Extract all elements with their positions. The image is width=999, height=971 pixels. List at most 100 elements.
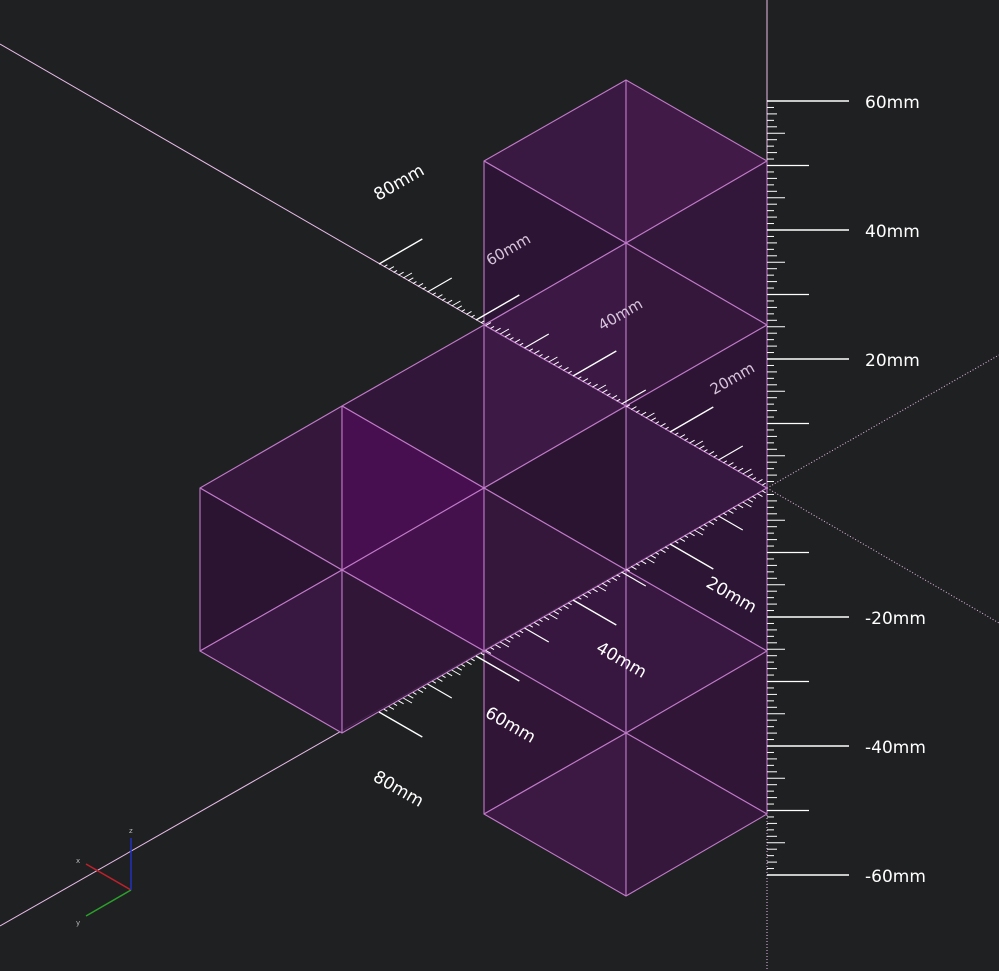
vruler-label-20: 20mm [865,351,920,371]
x-axis-front-tick [538,619,543,623]
x-axis-back-tick [383,264,388,268]
x-axis-back-tick [660,422,666,427]
x-axis-front-tick [504,638,511,643]
x-axis-back-tick [451,300,461,307]
x-axis-back-tick [378,238,423,265]
x-axis-back-tick [597,384,607,391]
x-axis-back-tick [703,449,708,453]
x-axis-front-tick [509,635,514,639]
x-axis-back-tick [621,389,647,405]
x-axis-back-tick [752,477,757,481]
x-axis-front-tick [422,686,427,690]
x-axis-front-tick [514,633,521,638]
solid-faces[interactable] [199,79,768,897]
x-axis-back-tick [558,365,563,369]
x-axis-back-tick [480,320,485,324]
x-axis-back-tick [485,322,492,327]
x-axis-back-tick [500,328,510,335]
x-axis-front-tick [461,663,466,667]
x-axis-front-tick [543,616,550,621]
axis-gizmo: x y z [76,827,133,927]
x-axis-front-tick [703,523,708,527]
x-axis-back-tick [713,454,718,458]
x-axis-back-tick [669,406,714,433]
x-axis-front-tick [689,532,695,537]
x-axis-back-tick [441,297,446,301]
x-axis-back-tick [645,412,655,419]
x-axis-front-tick [606,579,611,583]
gizmo-y-label: y [76,919,80,927]
x-axis-front-tick [388,705,395,710]
face-bottom-cube-bottom-r[interactable] [625,732,768,897]
x-axis-back-tick [436,294,443,299]
x-axis-back-tick [592,383,598,388]
x-axis-front-tick [742,501,752,508]
x-axis-front-tick [427,683,453,699]
x-axis-front-tick [451,669,461,676]
x-axis-back-tick [572,350,617,377]
x-axis-back-tick [412,281,417,285]
x-axis-front-tick [611,577,618,582]
x-axis-back-tick [475,294,520,321]
x-axis-back-tick [519,342,524,346]
x-axis-front-tick [664,546,669,550]
x-axis-back-tick [650,417,657,422]
x-axis-front-tick [727,509,734,514]
x-axis-back-tick [601,389,608,394]
x-axis-front-tick [553,610,560,615]
x-axis-front-tick [640,560,647,565]
x-axis-back-tick [470,314,475,318]
face-mid-top-right-b[interactable] [625,324,768,489]
vruler-label-neg20: -20mm [865,609,926,629]
x-axis-back-tick [640,411,647,416]
x-axis-front-tick [577,596,582,600]
x-axis-front-tick [732,507,737,511]
x-axis-front-tick [698,526,705,531]
x-axis-back-tick [761,482,766,486]
x-axis-back-tick [635,409,640,413]
x-axis-front-tick [403,697,413,704]
ruler-ticks [378,100,849,876]
gizmo-z-label: z [129,827,133,835]
x-axis-back-tick [407,277,414,282]
x-axis-back-tick [466,310,472,315]
x-axis-back-tick [679,434,686,439]
x-axis-front-tick [436,677,443,682]
x-axis-back-tick [543,355,550,360]
gizmo-x-label: x [76,857,80,865]
x-axis-back-tick [514,338,521,343]
face-center-front-b[interactable] [341,569,485,734]
x-axis-back-tick [427,277,453,293]
x-axis-back-tick [417,282,424,287]
x-axis-back-tick [490,325,495,329]
vruler-label-40: 40mm [865,222,920,242]
x-axis-front-tick [718,515,744,531]
x-axis-front-tick [660,549,666,554]
x-axis-front-tick [601,582,608,587]
x-axis-front-tick [679,537,686,542]
x-axis-back-tick [626,404,631,408]
x-axis-front-tick [475,655,520,682]
x-axis-front-tick [737,504,744,509]
x-axis-front-tick [533,621,540,626]
x-axis-front-tick [587,591,592,595]
x-axis-front-tick [747,498,754,503]
x-axis-back-tick [708,450,715,455]
x-axis-front-tick [470,658,475,662]
x-axis-front-tick [597,585,607,592]
x-axis-front-tick [456,666,463,671]
x-axis-front-tick [407,694,414,699]
x-axis-front-tick [480,652,485,656]
x-axis-front-tick [630,565,637,570]
x-axis-front-tick [548,613,558,620]
x-axis-back-tick [737,467,744,472]
x-axis-front-tick [694,529,704,536]
x-axis-back-tick [567,370,572,374]
x-axis-back-tick [742,468,752,475]
x-axis-front-tick [592,588,598,593]
x-axis-front-tick [563,605,569,610]
x-axis-back-tick [553,361,560,366]
x-axis-back-tick [587,381,592,385]
gizmo-y-axis [85,889,132,917]
